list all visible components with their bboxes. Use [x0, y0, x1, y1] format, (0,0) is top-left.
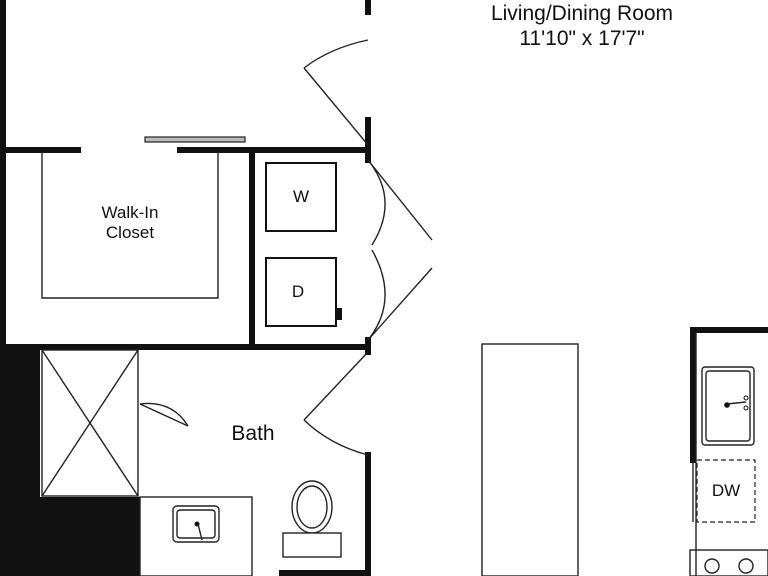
walk-in-closet-line1: Walk-In: [101, 203, 159, 222]
bedroom-door: [303, 39, 369, 146]
washer-label: W: [292, 187, 310, 206]
range: [689, 549, 768, 576]
washer: [265, 162, 337, 232]
range-top: [689, 549, 768, 576]
bedroom-door-arc: [303, 39, 369, 69]
toilet-tank: [282, 532, 342, 558]
walk-in-closet-line2: Closet: [105, 223, 155, 243]
kitchen-island: [481, 343, 579, 576]
dishwasher-label: DW: [711, 481, 741, 500]
shower-pan: [41, 349, 139, 497]
living-dining-room-dimensions: 11'10" x 17'7": [519, 27, 645, 51]
laundry-door-lower: [367, 249, 433, 341]
kitchen-sink: [701, 366, 755, 446]
bath-faucet: [197, 523, 203, 541]
dryer-label: D: [291, 282, 305, 301]
dryer: [265, 257, 337, 327]
kitchen-faucet-knob: [743, 405, 749, 411]
toilet: [282, 480, 342, 558]
bath-door-arc: [303, 419, 369, 456]
kitchen-sink-basin: [705, 370, 751, 442]
shower-x-2: [41, 349, 139, 497]
closet-shelf: [41, 152, 219, 299]
bath-label: Bath: [231, 422, 275, 445]
shower: [41, 349, 189, 497]
bath-vanity: [139, 496, 253, 576]
dishwasher: [696, 459, 756, 523]
bedroom-door-leaf: [303, 67, 369, 146]
kitchen-counter: [695, 333, 755, 576]
shower-door-leaf: [139, 403, 189, 427]
burner: [738, 558, 754, 574]
bath-sink-basin: [176, 509, 216, 539]
walk-in-closet-label: Walk-In Closet: [80, 203, 180, 244]
bath-drain: [194, 521, 200, 527]
bath-door: [303, 351, 369, 456]
laundry-door-upper: [367, 159, 433, 246]
bath-sink: [172, 505, 220, 543]
kitchen-faucet-knob: [743, 395, 749, 401]
bath-wall-fill: [0, 347, 40, 576]
kitchen-drain: [724, 402, 730, 408]
dryer-vent: [335, 308, 342, 320]
burner: [704, 558, 720, 574]
closet-sliding-door: [144, 136, 246, 143]
laundry-bifold-doors: [367, 159, 433, 341]
toilet-seat: [296, 485, 328, 529]
vanity-counter: [139, 496, 253, 576]
bath-door-leaf: [303, 351, 369, 421]
bath-wall-fill-bottom: [40, 497, 140, 576]
living-dining-room-name: Living/Dining Room: [490, 2, 674, 25]
living-dining-room-label: Living/Dining Room 11'10" x 17'7": [444, 1, 720, 51]
kitchen-faucet: [726, 401, 747, 405]
shower-door-arc: [139, 402, 189, 427]
